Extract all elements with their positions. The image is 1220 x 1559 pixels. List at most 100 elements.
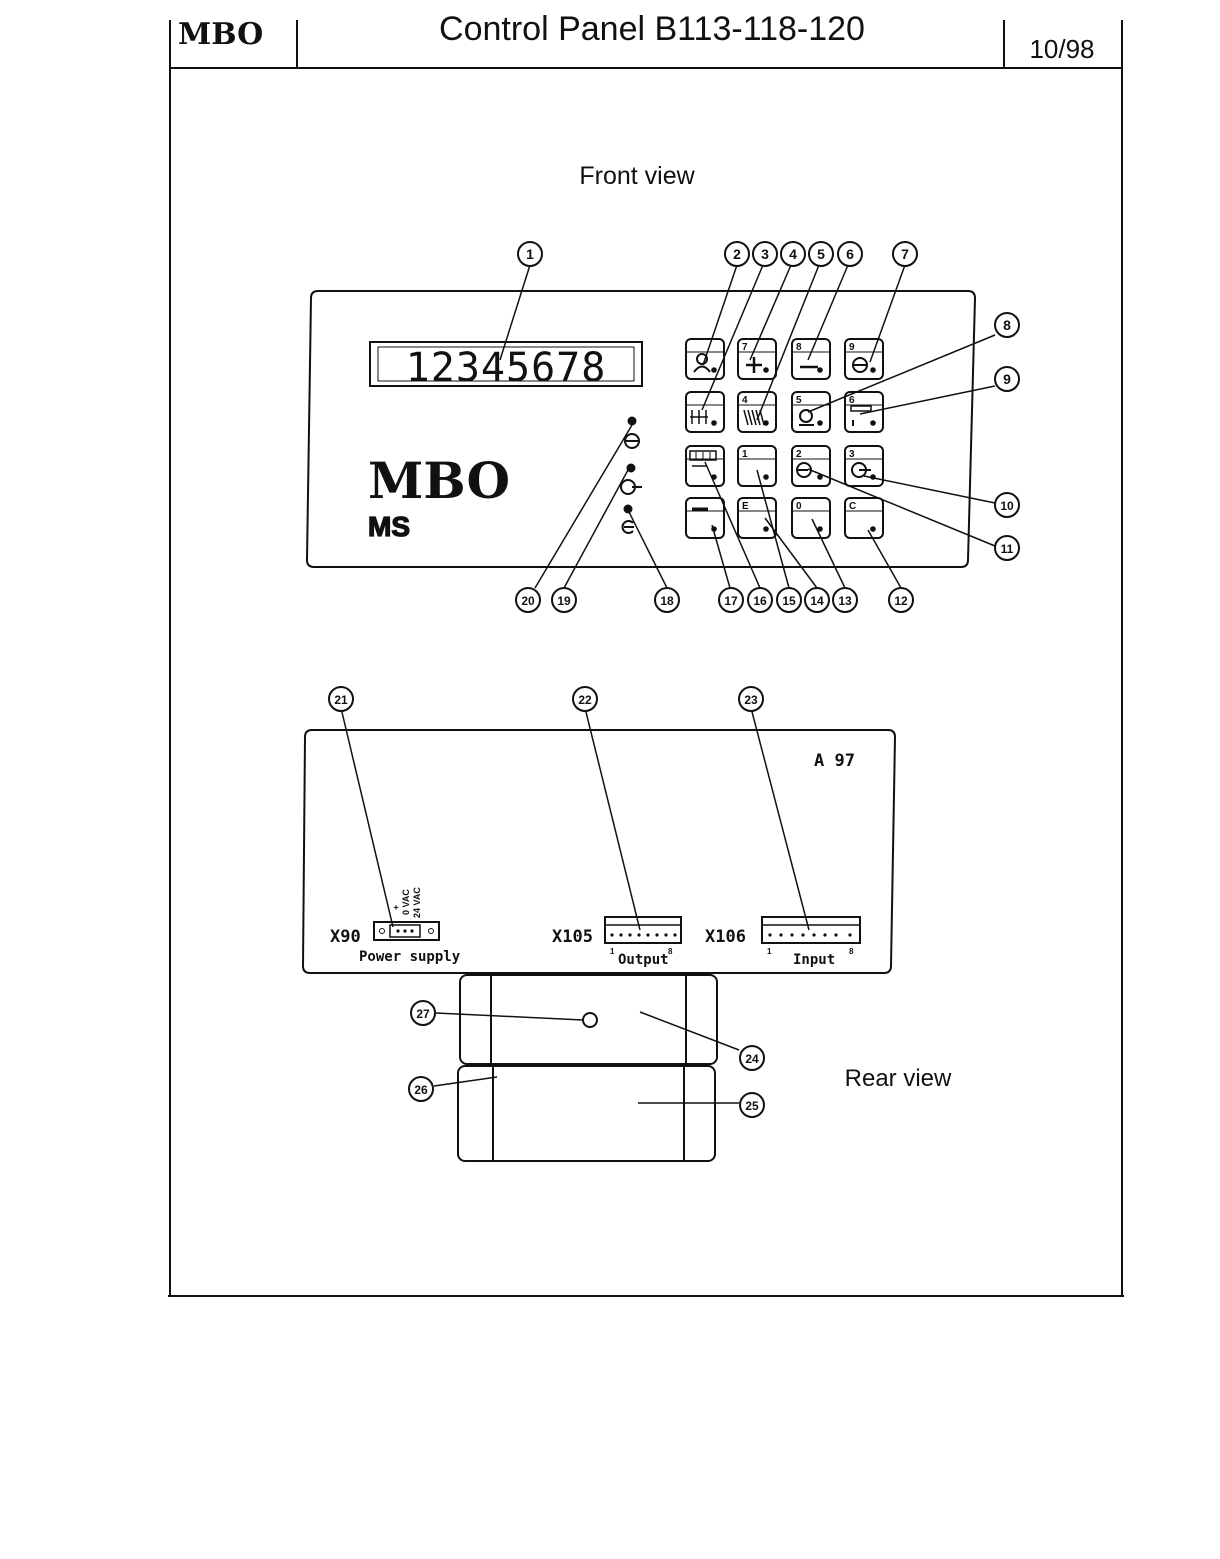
callout-marker: 16	[748, 588, 772, 612]
callout-number: 8	[1003, 317, 1011, 333]
callout-marker: 5	[809, 242, 833, 266]
rear-view-title: Rear view	[845, 1065, 952, 1092]
leader-line	[585, 708, 640, 930]
key-led	[763, 526, 769, 532]
callout-number: 27	[416, 1007, 430, 1021]
callout-number: 16	[753, 594, 767, 608]
key-outline	[686, 498, 724, 538]
key-led	[870, 526, 876, 532]
key-led	[763, 367, 769, 373]
connector-x90: X90 Power supply + 0 VAC 24 VAC	[330, 887, 461, 965]
callout-number: 18	[660, 594, 674, 608]
callout-number: 25	[745, 1099, 759, 1113]
key-led	[870, 367, 876, 373]
keypad-key[interactable]: 2	[792, 446, 830, 486]
key-label: 2	[796, 449, 802, 460]
counter-icon	[690, 410, 708, 424]
power-pin-0vac: 0 VAC	[401, 889, 411, 915]
leader-line	[751, 708, 809, 930]
keypad-key[interactable]	[686, 446, 724, 486]
output-pin-last: 8	[668, 947, 673, 956]
keypad-key[interactable]: 1	[738, 446, 776, 486]
leader-line	[870, 265, 905, 362]
callout-marker: 22	[573, 687, 597, 711]
callout-number: 7	[901, 246, 909, 262]
power-pin-24vac: 24 VAC	[412, 887, 422, 918]
callout-number: 14	[810, 594, 824, 608]
rear-model-code: A 97	[814, 751, 855, 771]
leader-line	[868, 530, 901, 588]
brand-logo: MBO	[368, 451, 510, 510]
leader-line	[640, 1012, 739, 1050]
key-label: 6	[849, 395, 855, 406]
key-led	[763, 474, 769, 480]
connector-x105-id: X105	[552, 927, 593, 947]
key-label: 8	[796, 342, 802, 353]
leader-line	[535, 425, 632, 588]
leader-line	[341, 708, 393, 927]
callout-marker: 17	[719, 588, 743, 612]
key-led	[711, 367, 717, 373]
key-label: 5	[796, 395, 802, 406]
connector-x106-id: X106	[705, 927, 746, 947]
leader-line	[702, 265, 763, 410]
leader-line	[564, 470, 628, 588]
callout-number: 5	[817, 246, 825, 262]
callout-number: 21	[334, 693, 348, 707]
connector-x106: X106 1 8 Input	[705, 917, 860, 968]
keypad-key[interactable]: 3	[845, 446, 883, 486]
page-frame	[168, 20, 1124, 1296]
callout-marker: 9	[995, 367, 1019, 391]
callout-number: 13	[838, 594, 852, 608]
callout-number: 19	[557, 594, 571, 608]
callout-number: 9	[1003, 371, 1011, 387]
callout-marker: 8	[995, 313, 1019, 337]
callout-number: 20	[521, 594, 535, 608]
key-led	[711, 420, 717, 426]
callout-marker: 1	[518, 242, 542, 266]
keypad-key[interactable]: C	[845, 498, 883, 538]
key-label: 1	[742, 449, 748, 460]
callout-number: 11	[1001, 542, 1014, 556]
callout-marker: 12	[889, 588, 913, 612]
callout-marker: 7	[893, 242, 917, 266]
callout-marker: 11	[995, 536, 1019, 560]
key-label: E	[742, 501, 749, 512]
key-label: 3	[849, 449, 855, 460]
callout-marker: 24	[740, 1046, 764, 1070]
callout-marker: 2	[725, 242, 749, 266]
front-view-title: Front view	[579, 162, 695, 190]
keypad-key[interactable]: 6	[845, 392, 883, 432]
callout-marker: 21	[329, 687, 353, 711]
callout-marker: 23	[739, 687, 763, 711]
callout-number: 15	[782, 594, 796, 608]
power-pin-plus: +	[391, 905, 401, 910]
keypad-key[interactable]: 5	[792, 392, 830, 432]
input-pin-last: 8	[849, 947, 854, 956]
keypad-key[interactable]: 0	[792, 498, 830, 538]
callout-marker: 25	[740, 1093, 764, 1117]
keypad-key[interactable]: 8	[792, 339, 830, 379]
leader-line	[808, 469, 995, 546]
callout-number: 12	[894, 594, 908, 608]
callout-marker: 27	[411, 1001, 435, 1025]
connector-x106-caption: Input	[793, 952, 835, 968]
keypad-key[interactable]: 9	[845, 339, 883, 379]
key-label: 9	[849, 342, 855, 353]
key-led	[763, 420, 769, 426]
keypad-key[interactable]	[686, 498, 724, 538]
key-led	[817, 367, 823, 373]
callout-marker: 6	[838, 242, 862, 266]
key-label: 4	[742, 395, 748, 406]
connector-x90-id: X90	[330, 927, 361, 947]
callout-marker: 3	[753, 242, 777, 266]
callout-marker: 4	[781, 242, 805, 266]
connector-x105: X105 1 8 Output	[552, 917, 681, 968]
keypad-key[interactable]: 4	[738, 392, 776, 432]
keypad-key[interactable]	[686, 392, 724, 432]
callout-number: 6	[846, 246, 854, 262]
output-pin-first: 1	[610, 947, 615, 956]
